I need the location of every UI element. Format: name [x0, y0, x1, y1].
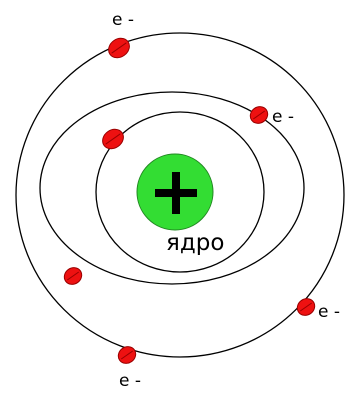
orbit-outer [15, 32, 345, 358]
electron [108, 37, 130, 59]
plus-icon [155, 172, 197, 214]
electron [296, 298, 316, 316]
electron-label: e - [318, 302, 340, 322]
electron [249, 106, 269, 124]
orbit-inner [95, 111, 265, 273]
electron [102, 128, 124, 150]
orbit-middle [39, 91, 305, 285]
nucleus-label: ядро [166, 230, 224, 256]
electron-label: e - [272, 107, 294, 127]
nucleus [136, 153, 214, 231]
electron [63, 267, 83, 285]
electron-label: e - [119, 371, 141, 391]
electron-label: e - [112, 10, 134, 30]
electron [117, 346, 137, 364]
